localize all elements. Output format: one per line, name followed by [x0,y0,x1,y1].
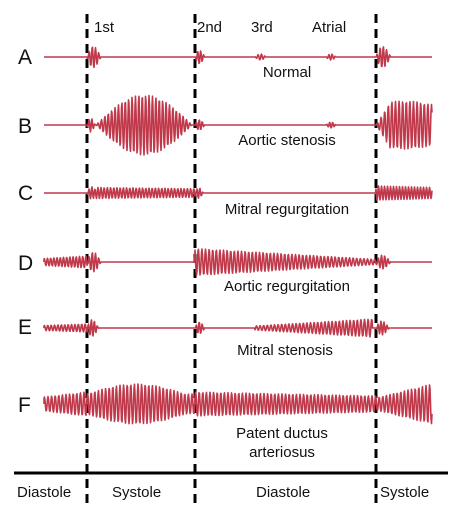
label-second-sound: 2nd [197,19,222,36]
label-first-sound: 1st [94,19,115,36]
waveform-row-c [43,185,433,201]
caption-patent-ductus-line2: arteriosus [249,444,315,461]
phase-label-diastole-1: Diastole [17,484,71,501]
row-letter-e: E [18,316,32,339]
caption-mitral-stenosis: Mitral stenosis [237,342,333,359]
caption-patent-ductus-line1: Patent ductus [236,425,328,442]
phase-label-diastole-2: Diastole [256,484,310,501]
waveforms [43,46,433,425]
row-letter-c: C [18,182,33,205]
row-letter-f: F [18,394,31,417]
caption-mitral-regurgitation: Mitral regurgitation [225,201,349,218]
row-letter-d: D [18,252,33,275]
label-third-sound: 3rd [251,19,273,36]
waveform-row-f [43,383,433,425]
waveform-row-e [43,318,433,338]
label-atrial-sound: Atrial [312,19,346,36]
phase-label-systole-2: Systole [380,484,429,501]
caption-aortic-regurgitation: Aortic regurgitation [224,278,350,295]
waveform-row-a [43,46,433,69]
phase-label-systole-1: Systole [112,484,161,501]
row-letter-a: A [18,46,32,69]
waveform-row-d [43,248,433,277]
caption-aortic-stenosis: Aortic stenosis [238,132,336,149]
caption-normal: Normal [263,64,311,81]
row-letter-b: B [18,115,32,138]
waveform-row-b [43,94,433,156]
